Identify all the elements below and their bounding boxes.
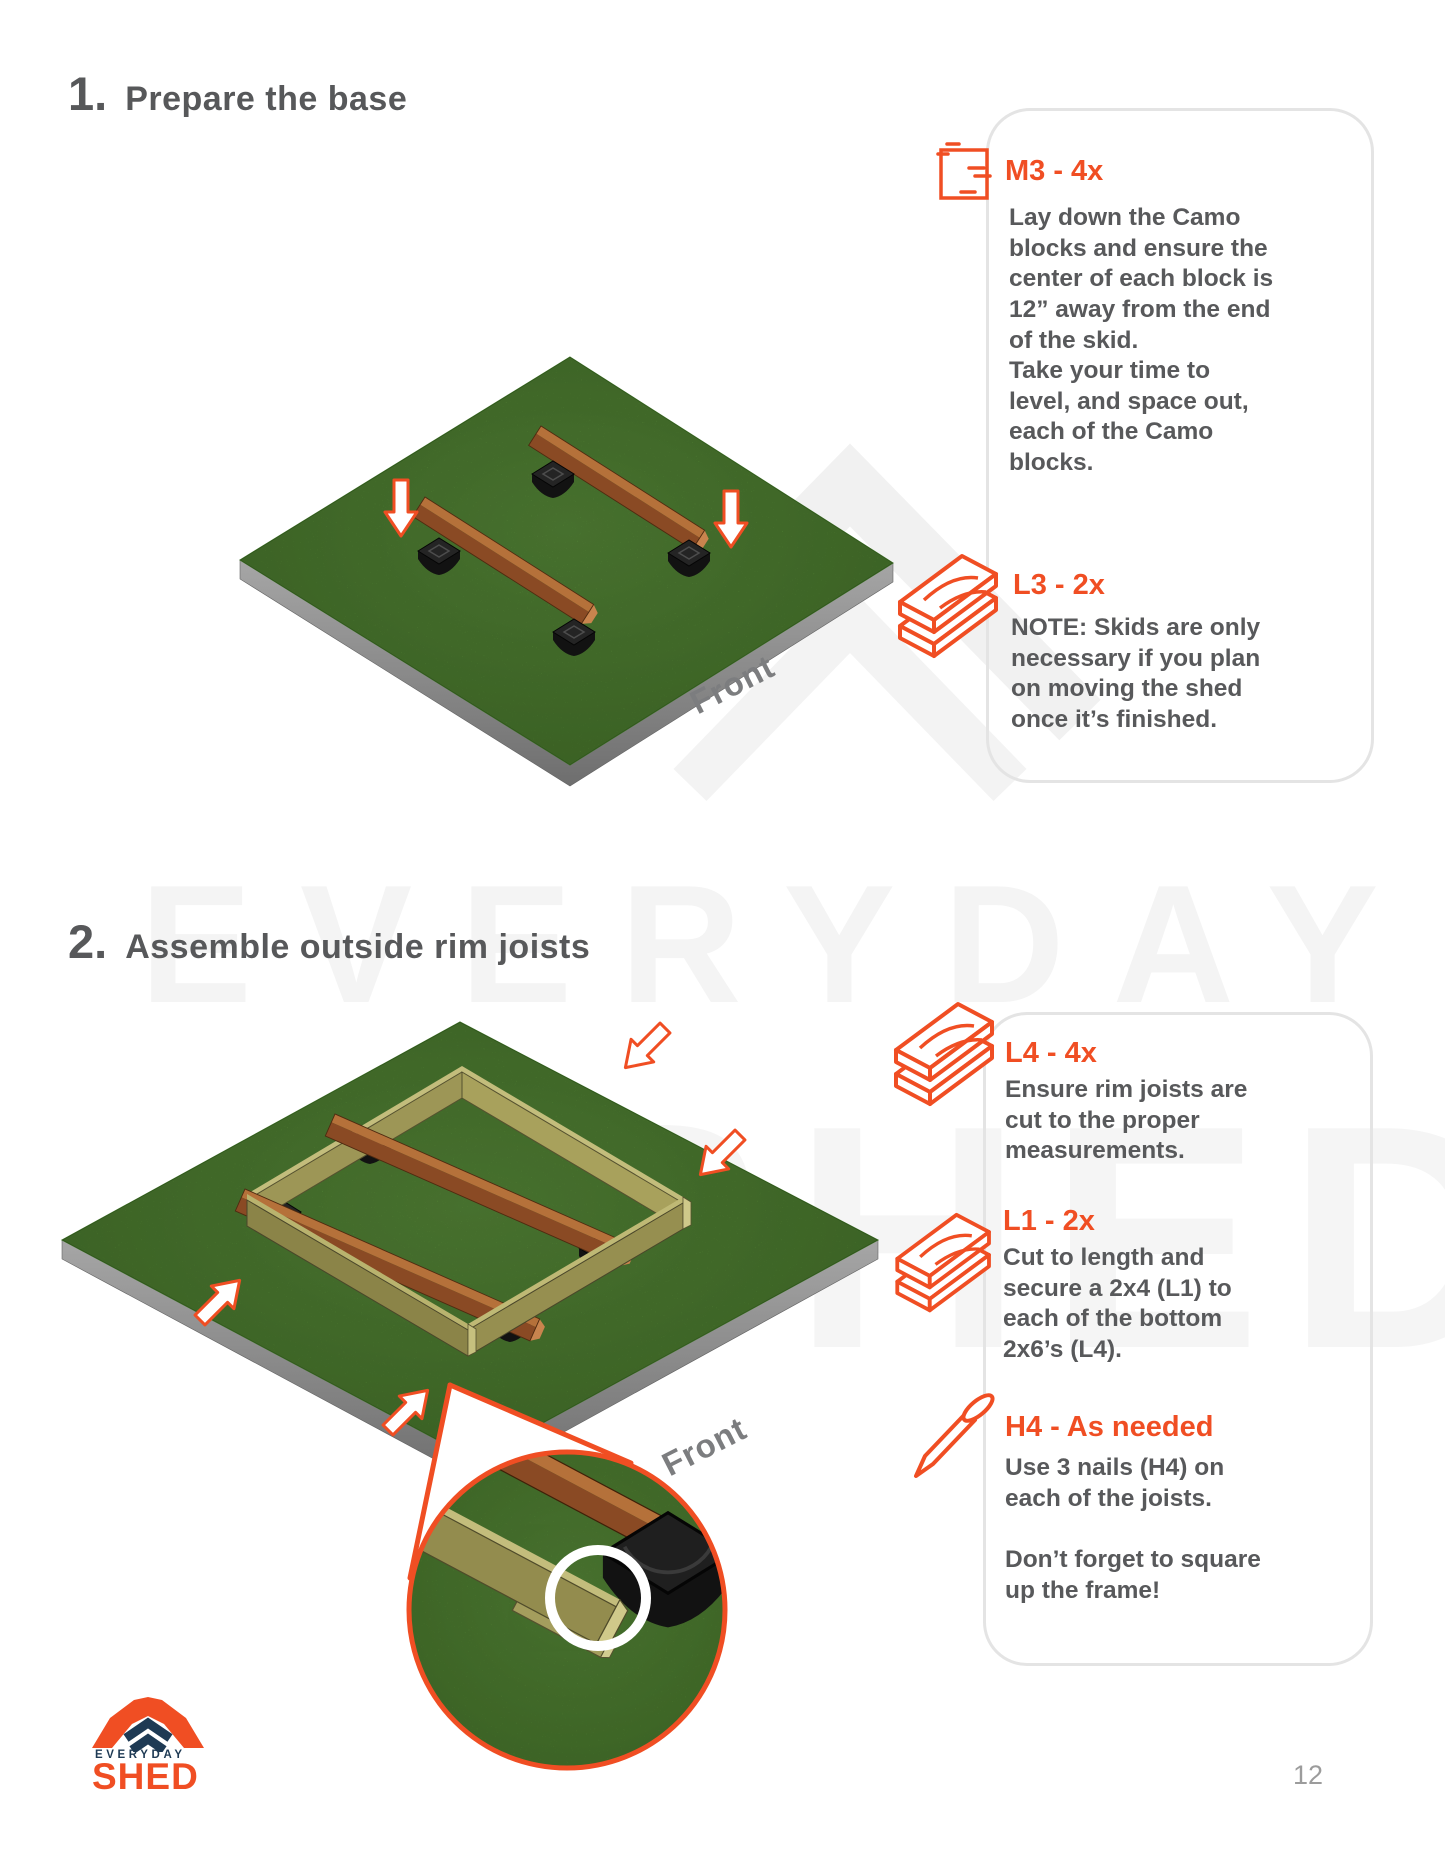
magnified-corner-view <box>409 1452 725 1768</box>
m3-heading: M3 - 4x <box>1005 155 1104 187</box>
step2-number: 2. <box>68 915 108 968</box>
l3-body: NOTE: Skids are only necessary if you pl… <box>1011 614 1261 733</box>
logo-brand-line1: EVERYDAY <box>95 1749 186 1761</box>
grass-plot <box>239 356 894 787</box>
h4-heading: H4 - As needed <box>1005 1411 1214 1443</box>
camo-block <box>417 537 461 575</box>
logo-brand-line2: SHED <box>92 1756 199 1797</box>
l3-heading: L3 - 2x <box>1013 569 1105 601</box>
l1-body: Cut to length and secure a 2x4 (L1) to e… <box>1003 1244 1232 1363</box>
skid-board <box>528 425 709 551</box>
step2-header: 2. Assemble outside rim joists <box>68 914 590 969</box>
down-arrow-icon <box>383 478 419 538</box>
step1-illustration <box>239 356 894 787</box>
skid-board <box>412 496 598 625</box>
l4-body: Ensure rim joists are cut to the proper … <box>1005 1076 1248 1165</box>
h4-body: Use 3 nails (H4) on each of the joists. … <box>1005 1454 1261 1604</box>
detail-magnifier <box>406 1382 728 1771</box>
everyday-shed-logo-icon <box>92 1697 204 1752</box>
camo-block <box>531 460 575 498</box>
camo-block-icon <box>936 142 992 200</box>
lumber-stack-icon <box>898 554 998 658</box>
step1-callout-box: M3 - 4x Lay down the Camo blocks and ens… <box>986 108 1374 783</box>
step2-illustration <box>60 1021 880 1482</box>
lumber-stack-icon <box>894 1002 994 1106</box>
step1-number: 1. <box>68 67 108 120</box>
camo-block <box>667 539 711 577</box>
watermark-everyday: EVERYDAY <box>140 850 1427 1038</box>
page-number: 12 <box>1293 1760 1324 1790</box>
up-right-arrow-icon <box>193 1278 242 1327</box>
step2-title: Assemble outside rim joists <box>125 928 591 966</box>
up-right-arrow-icon <box>381 1388 430 1437</box>
step1-header: 1. Prepare the base <box>68 66 407 121</box>
down-left-arrow-icon <box>698 1128 747 1177</box>
l4-heading: L4 - 4x <box>1005 1037 1097 1069</box>
down-arrow-icon <box>713 489 749 549</box>
down-left-arrow-icon <box>623 1021 672 1070</box>
l1-heading: L1 - 2x <box>1003 1205 1095 1237</box>
m3-body: Lay down the Camo blocks and ensure the … <box>1009 204 1274 476</box>
rim-joist-board <box>246 1194 692 1357</box>
lumber-stack-icon <box>895 1212 991 1313</box>
step1-title: Prepare the base <box>125 80 408 118</box>
nail-icon <box>914 1393 995 1478</box>
camo-block <box>552 618 596 656</box>
step2-callout-box: L4 - 4x Ensure rim joists are cut to the… <box>983 1012 1373 1666</box>
l1-highlight-ring <box>545 1545 651 1651</box>
